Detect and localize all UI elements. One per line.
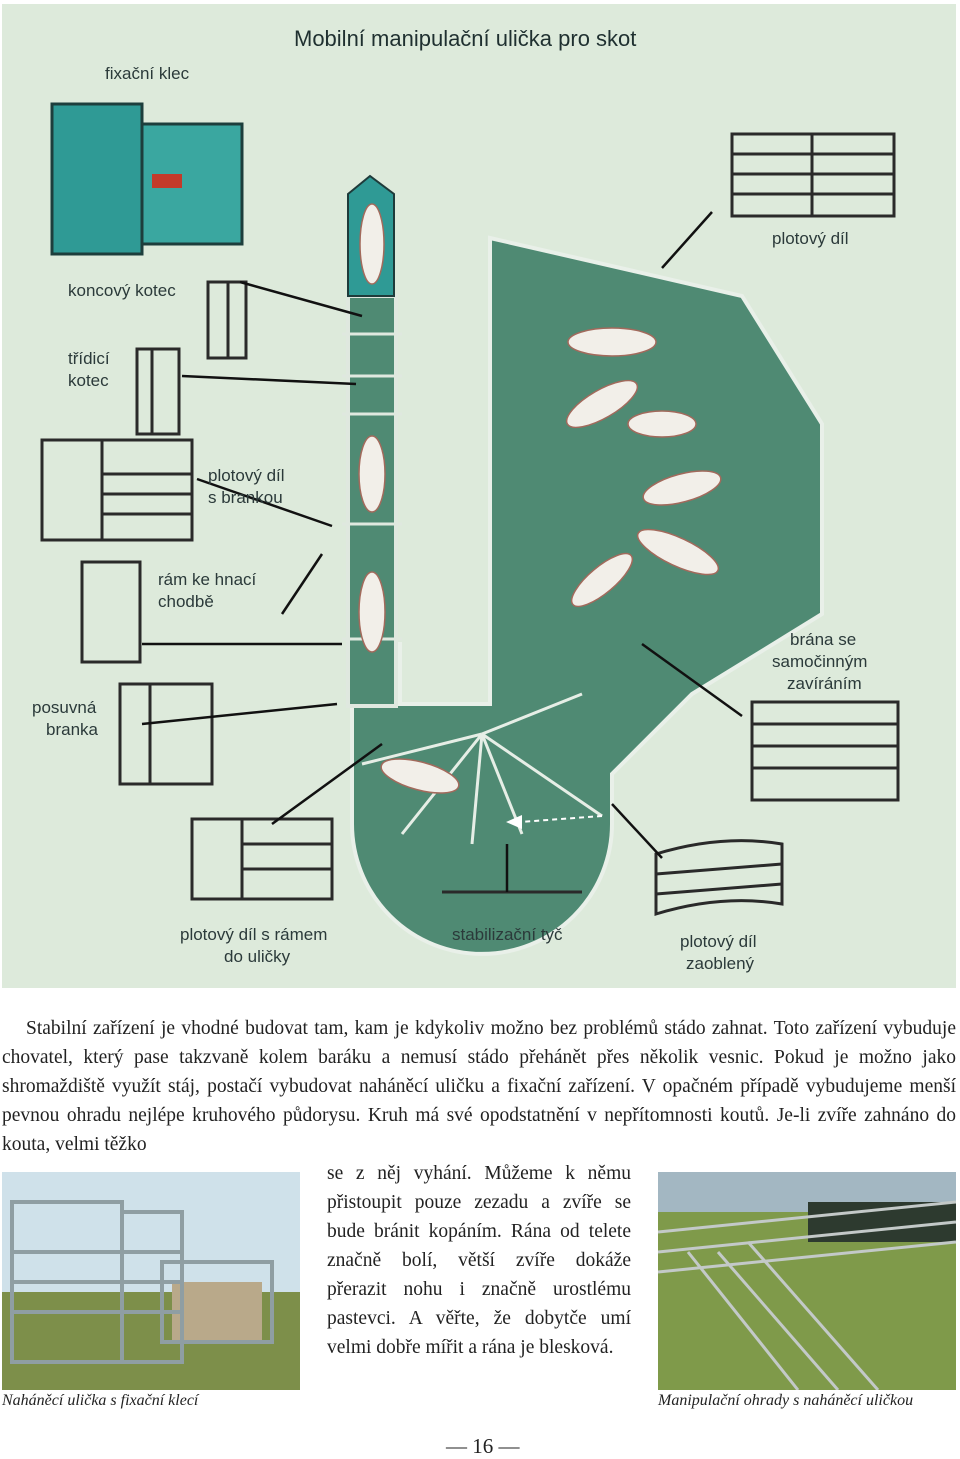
panel-frame-sketch (190, 817, 334, 901)
article-column-text: se z něj vyhání. Můžeme k němu přistoupi… (327, 1163, 631, 1358)
caption-left: Naháněcí ulička s fixační klecí (2, 1392, 199, 1409)
article-text: Stabilní zařízení je vhodné budovat tam,… (2, 1014, 956, 1159)
label-panel-frame-1: plotový díl s rámem (180, 925, 328, 944)
label-curved-panel-1: plotový díl (680, 932, 757, 951)
self-closing-gate-sketch (750, 700, 900, 802)
fence-panel-top (730, 132, 896, 218)
label-sorting-pen-1: třídicí (68, 349, 110, 368)
photo-handling-pens (658, 1172, 956, 1390)
article-paragraph: Stabilní zařízení je vhodné budovat tam,… (2, 1018, 956, 1155)
label-end-pen: koncový kotec (68, 281, 176, 300)
label-fixation-crate: fixační klec (105, 64, 190, 83)
label-curved-panel-2: zaoblený (686, 954, 755, 973)
chute-frame-sketch (80, 560, 142, 664)
label-fence-gate-1: plotový díl (208, 466, 285, 485)
label-sliding-gate-2: branka (46, 720, 98, 739)
sorting-pen-sketch (135, 347, 181, 436)
sliding-gate-sketch (118, 682, 214, 786)
diagram-title: Mobilní manipulační ulička pro skot (294, 26, 637, 51)
label-fence-gate-2: s brankou (208, 488, 283, 507)
diagram: Mobilní manipulační ulička pro skot fixa… (2, 4, 956, 988)
label-sliding-gate-1: posuvná (32, 698, 97, 717)
label-chute-frame-1: rám ke hnací (158, 570, 257, 589)
label-panel-frame-2: do uličky (224, 947, 291, 966)
fence-panel-gate-sketch (40, 438, 194, 542)
label-gate-2: samočinným (772, 652, 868, 671)
fixation-crate (50, 102, 244, 256)
end-pen-sketch (206, 280, 248, 360)
label-sorting-pen-2: kotec (68, 371, 109, 390)
page-number: — 16 — (446, 1434, 520, 1458)
label-gate-3: zavíráním (787, 674, 862, 693)
label-chute-frame-2: chodbě (158, 592, 214, 611)
label-stabilization-bar: stabilizační tyč (452, 925, 563, 944)
caption-right: Manipulační ohrady s naháněcí uličkou (658, 1392, 914, 1409)
diagram-drawing (40, 102, 900, 956)
label-fence-panel: plotový díl (772, 229, 849, 248)
photo-chute-with-crate (2, 1172, 300, 1390)
label-gate-1: brána se (790, 630, 857, 649)
curved-panel-sketch (654, 839, 784, 917)
